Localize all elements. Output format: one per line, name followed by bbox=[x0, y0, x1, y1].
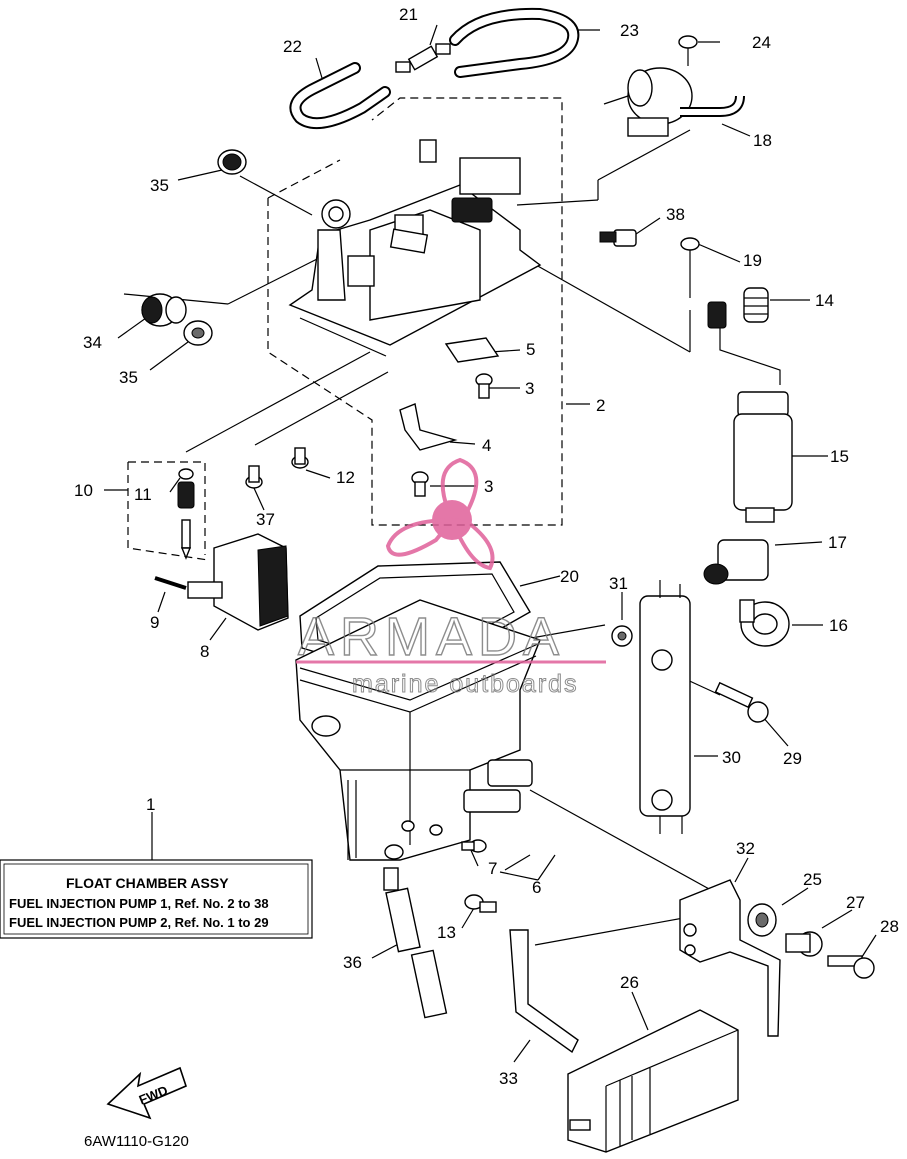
assembly-note-box: FLOAT CHAMBER ASSY FUEL INJECTION PUMP 1… bbox=[0, 859, 313, 939]
pin-9 bbox=[154, 576, 187, 590]
callout-34: 34 bbox=[83, 333, 102, 352]
callout-25: 25 bbox=[803, 870, 822, 889]
screw-19 bbox=[680, 237, 700, 298]
callout-10: 10 bbox=[74, 481, 93, 500]
holder-16 bbox=[739, 599, 790, 647]
bolt-13 bbox=[464, 894, 497, 913]
callout-32: 32 bbox=[736, 839, 755, 858]
hose-36 bbox=[383, 867, 448, 1019]
callout-26: 26 bbox=[620, 973, 639, 992]
callout-6: 6 bbox=[532, 878, 541, 897]
fuel-pump-15 bbox=[733, 391, 793, 523]
fuel-hose-22 bbox=[289, 62, 391, 130]
diagram-code: 6AW1110-G120 bbox=[84, 1133, 189, 1150]
grommet-35-bottom bbox=[183, 320, 213, 346]
canister-26 bbox=[567, 1009, 739, 1153]
callout-23: 23 bbox=[620, 21, 639, 40]
callout-1: 1 bbox=[146, 795, 155, 814]
screw-3-upper bbox=[475, 373, 493, 399]
fwd-arrow-icon: FWD bbox=[106, 1066, 187, 1120]
callout-36: 36 bbox=[343, 953, 362, 972]
t-joint-21 bbox=[395, 43, 451, 73]
watermark-tagline: marine outboards bbox=[352, 670, 579, 698]
callout-8: 8 bbox=[200, 642, 209, 661]
callout-4: 4 bbox=[482, 436, 491, 455]
callout-2: 2 bbox=[596, 396, 605, 415]
bushing-31 bbox=[611, 625, 633, 647]
separator-30 bbox=[639, 580, 691, 834]
callout-28: 28 bbox=[880, 917, 899, 936]
screw-12 bbox=[291, 447, 309, 469]
callout-11: 11 bbox=[134, 485, 152, 504]
callout-16: 16 bbox=[829, 616, 848, 635]
collar-27 bbox=[785, 931, 823, 957]
callout-3a: 3 bbox=[525, 379, 534, 398]
callout-5: 5 bbox=[526, 340, 535, 359]
float-8 bbox=[187, 533, 289, 631]
callout-29: 29 bbox=[783, 749, 802, 768]
callout-30: 30 bbox=[722, 748, 741, 767]
callout-35a: 35 bbox=[150, 176, 169, 195]
plate-4 bbox=[399, 403, 458, 451]
pressure-regulator-18 bbox=[603, 67, 745, 137]
callout-13: 13 bbox=[437, 923, 456, 942]
callout-7: 7 bbox=[488, 859, 497, 878]
callout-19: 19 bbox=[743, 251, 762, 270]
screw-7 bbox=[461, 839, 487, 853]
grommet-35-top bbox=[217, 149, 247, 175]
note-line-2: FUEL INJECTION PUMP 2, Ref. No. 1 to 29 bbox=[9, 915, 269, 930]
note-title: FLOAT CHAMBER ASSY bbox=[66, 875, 229, 891]
bolt-29 bbox=[714, 681, 769, 723]
bracket-32 bbox=[679, 879, 781, 1037]
wire-harness bbox=[707, 301, 781, 385]
callout-17: 17 bbox=[828, 533, 847, 552]
callout-12: 12 bbox=[336, 468, 355, 487]
fuel-hose-23 bbox=[449, 7, 580, 78]
chamber-cover bbox=[288, 139, 542, 357]
watermark-brand: ARMADA bbox=[298, 607, 565, 667]
callout-38: 38 bbox=[666, 205, 685, 224]
callout-22: 22 bbox=[283, 37, 302, 56]
callout-14: 14 bbox=[815, 291, 834, 310]
valve-10 bbox=[177, 468, 195, 560]
screw-24 bbox=[678, 35, 698, 66]
screw-3-lower bbox=[411, 471, 429, 497]
callout-33: 33 bbox=[499, 1069, 518, 1088]
pump-cap-14 bbox=[743, 287, 769, 323]
callout-labels: 1 2 3 3 4 5 6 7 8 9 10 11 12 13 14 15 16… bbox=[74, 5, 899, 1088]
bracket-33 bbox=[509, 929, 579, 1054]
assembly-outline bbox=[127, 97, 563, 561]
armada-watermark: ARMADA marine outboards bbox=[296, 457, 606, 699]
callout-3b: 3 bbox=[484, 477, 493, 496]
callout-37: 37 bbox=[256, 510, 275, 529]
callout-15: 15 bbox=[830, 447, 849, 466]
callout-20: 20 bbox=[560, 567, 579, 586]
grommet-25 bbox=[747, 903, 777, 937]
callout-35b: 35 bbox=[119, 368, 138, 387]
callout-31: 31 bbox=[609, 574, 628, 593]
callout-18: 18 bbox=[753, 131, 772, 150]
callout-9: 9 bbox=[150, 613, 159, 632]
bolt-28 bbox=[827, 955, 875, 979]
filter-17 bbox=[703, 539, 769, 585]
callout-27: 27 bbox=[846, 893, 865, 912]
float-chamber-body bbox=[295, 599, 541, 861]
sensor-38 bbox=[599, 229, 637, 247]
callout-24: 24 bbox=[752, 33, 771, 52]
bracket-5 bbox=[444, 337, 500, 363]
screw-37 bbox=[245, 465, 263, 489]
note-line-1: FUEL INJECTION PUMP 1, Ref. No. 2 to 38 bbox=[9, 896, 269, 911]
callout-21: 21 bbox=[399, 5, 418, 24]
propeller-logo-icon bbox=[385, 457, 495, 571]
grommet-34 bbox=[141, 293, 187, 327]
